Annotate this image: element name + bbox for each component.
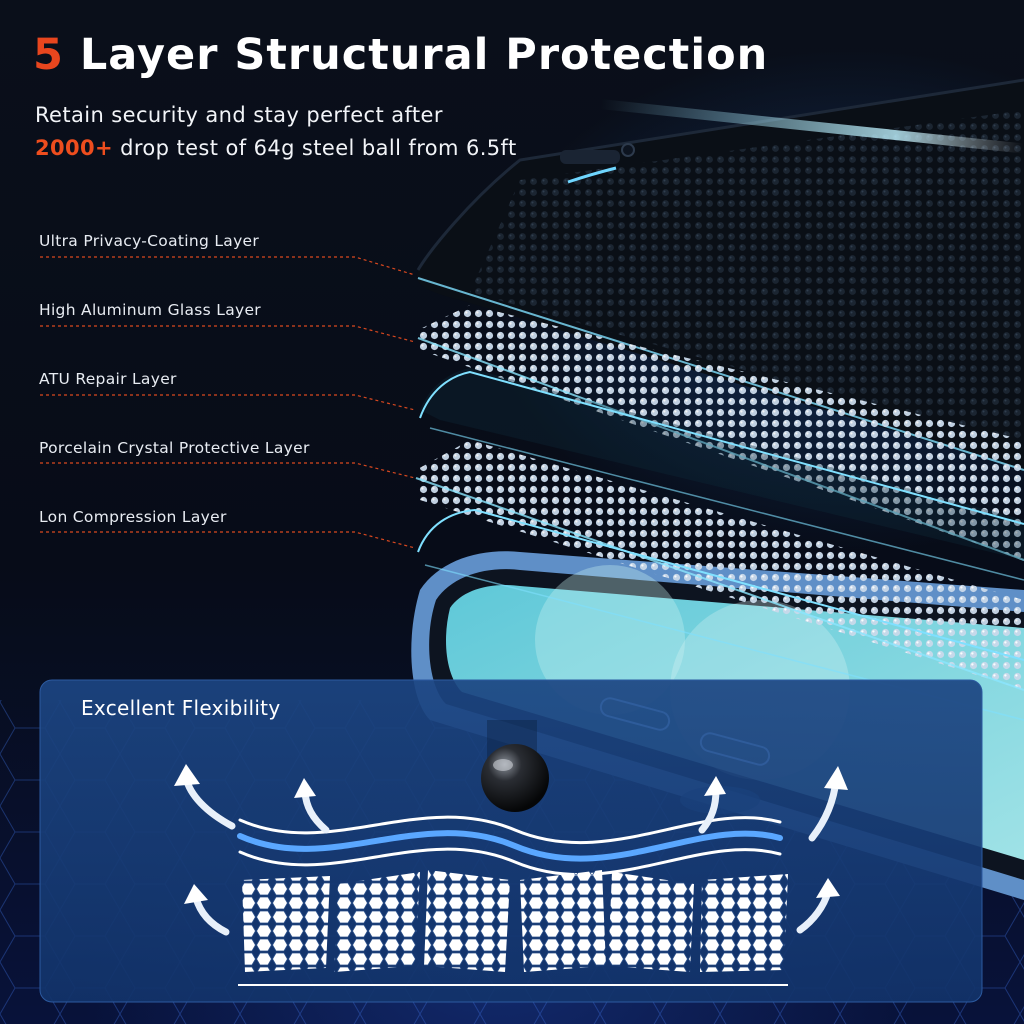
drop-count-highlight: 2000+	[35, 136, 114, 160]
subtitle-line-2-text: drop test of 64g steel ball from 6.5ft	[120, 136, 517, 160]
subtitle-line-2: 2000+ drop test of 64g steel ball from 6…	[35, 136, 517, 160]
headline-text: Layer Structural Protection	[79, 30, 769, 80]
hexagon-mesh-icon	[242, 870, 788, 972]
layer-label-porcelain-crystal: Porcelain Crystal Protective Layer	[39, 439, 310, 457]
subtitle-line-1: Retain security and stay perfect after	[35, 103, 443, 127]
page-title: 5 Layer Structural Protection	[33, 30, 768, 80]
flexibility-panel-title: Excellent Flexibility	[81, 696, 281, 720]
headline-number: 5	[33, 30, 64, 80]
layer-label-privacy-coating: Ultra Privacy-Coating Layer	[39, 232, 260, 250]
layer-label-aluminum-glass: High Aluminum Glass Layer	[39, 301, 261, 319]
layer-label-atu-repair: ATU Repair Layer	[39, 370, 177, 388]
layer-label-compression: Lon Compression Layer	[39, 508, 227, 526]
steel-ball-icon	[481, 744, 549, 812]
